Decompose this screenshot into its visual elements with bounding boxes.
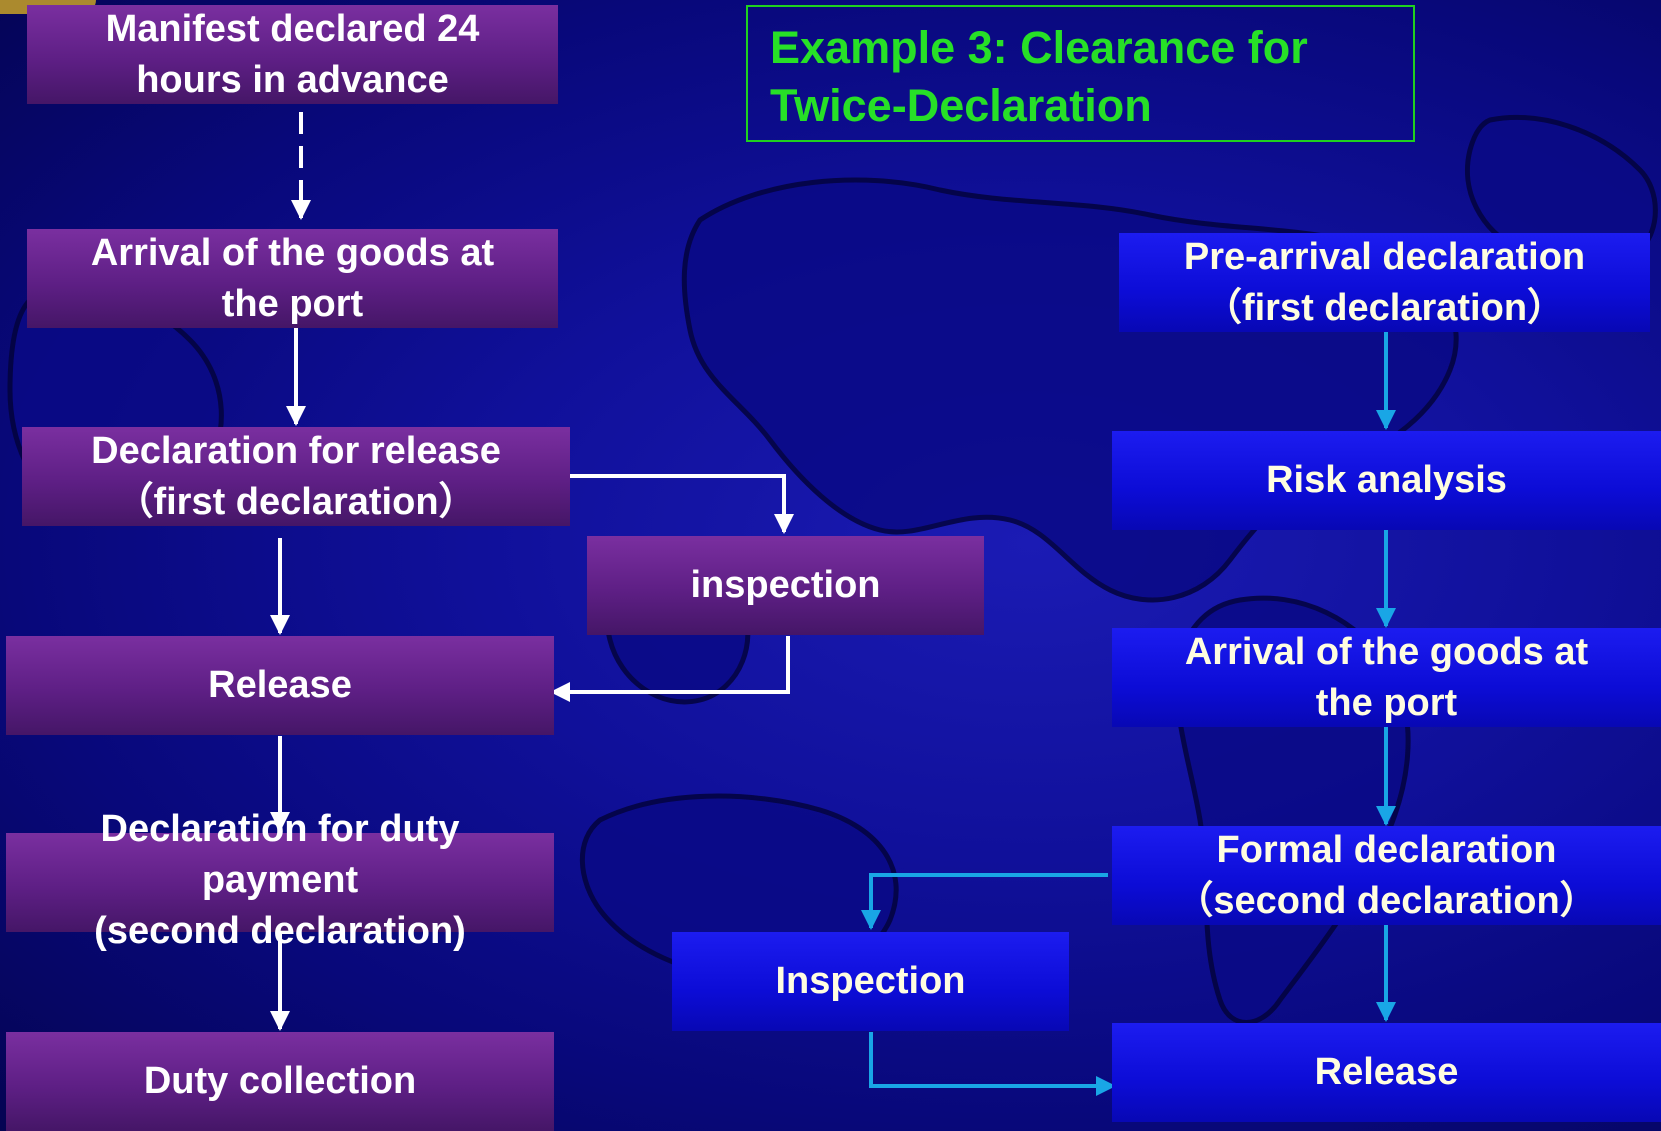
title-line-1: Example 3: Clearance for [770, 22, 1308, 73]
node-formal-declaration-line-1: Formal declaration [1216, 828, 1557, 871]
node-formal-declaration: Formal declaration （second declaration） [1112, 826, 1661, 925]
node-release-right-label: Release [1314, 1051, 1459, 1093]
node-declaration-release-line-2: （first declaration） [115, 480, 477, 523]
node-arrival-right-line-1: Arrival of the goods at [1184, 630, 1589, 673]
node-arrival-left-line-2: the port [221, 282, 364, 325]
node-pre-arrival-line-1: Pre-arrival declaration [1183, 235, 1586, 278]
node-inspection-left-label: inspection [690, 564, 881, 606]
node-declaration-duty-line-1: Declaration for duty [100, 807, 460, 850]
node-arrival-right-line-2: the port [1315, 681, 1458, 724]
node-inspection-right-label: Inspection [775, 960, 966, 1002]
node-release-left: Release [6, 636, 554, 735]
node-duty-collection-label: Duty collection [143, 1060, 417, 1102]
node-arrival-right: Arrival of the goods at the port [1112, 628, 1661, 727]
node-pre-arrival-line-2: （first declaration） [1203, 286, 1566, 329]
node-manifest-line-2: hours in advance [136, 58, 449, 101]
arrow-inspection-to-release [550, 636, 790, 702]
node-manifest-line-1: Manifest declared 24 [105, 7, 480, 50]
node-risk-analysis-label: Risk analysis [1266, 459, 1507, 501]
node-inspection-right: Inspection [672, 932, 1069, 1031]
arrow-declaration-to-inspection [568, 474, 794, 534]
node-arrival-left-line-1: Arrival of the goods at [90, 231, 495, 274]
node-declaration-duty: Declaration for duty payment (second dec… [6, 808, 554, 952]
node-release-left-label: Release [208, 664, 352, 706]
node-inspection-left: inspection [587, 536, 984, 635]
node-release-right: Release [1112, 1023, 1661, 1122]
node-declaration-duty-line-2: payment [201, 858, 359, 901]
node-formal-declaration-line-2: （second declaration） [1175, 879, 1598, 922]
node-declaration-release: Declaration for release （first declarati… [22, 427, 570, 526]
node-declaration-duty-line-3: (second declaration) [94, 909, 466, 952]
node-risk-analysis: Risk analysis [1112, 431, 1661, 530]
arrow-formal-to-inspection [861, 873, 1108, 930]
node-pre-arrival: Pre-arrival declaration （first declarati… [1119, 233, 1650, 332]
node-arrival-left: Arrival of the goods at the port [27, 229, 558, 328]
diagram-title: Example 3: Clearance for Twice-Declarati… [746, 5, 1415, 142]
node-duty-collection: Duty collection [6, 1032, 554, 1131]
node-declaration-release-line-1: Declaration for release [91, 429, 501, 472]
title-line-2: Twice-Declaration [770, 80, 1152, 131]
arrow-inspection-to-release [869, 1032, 1116, 1096]
node-manifest-declared: Manifest declared 24 hours in advance [27, 5, 558, 104]
